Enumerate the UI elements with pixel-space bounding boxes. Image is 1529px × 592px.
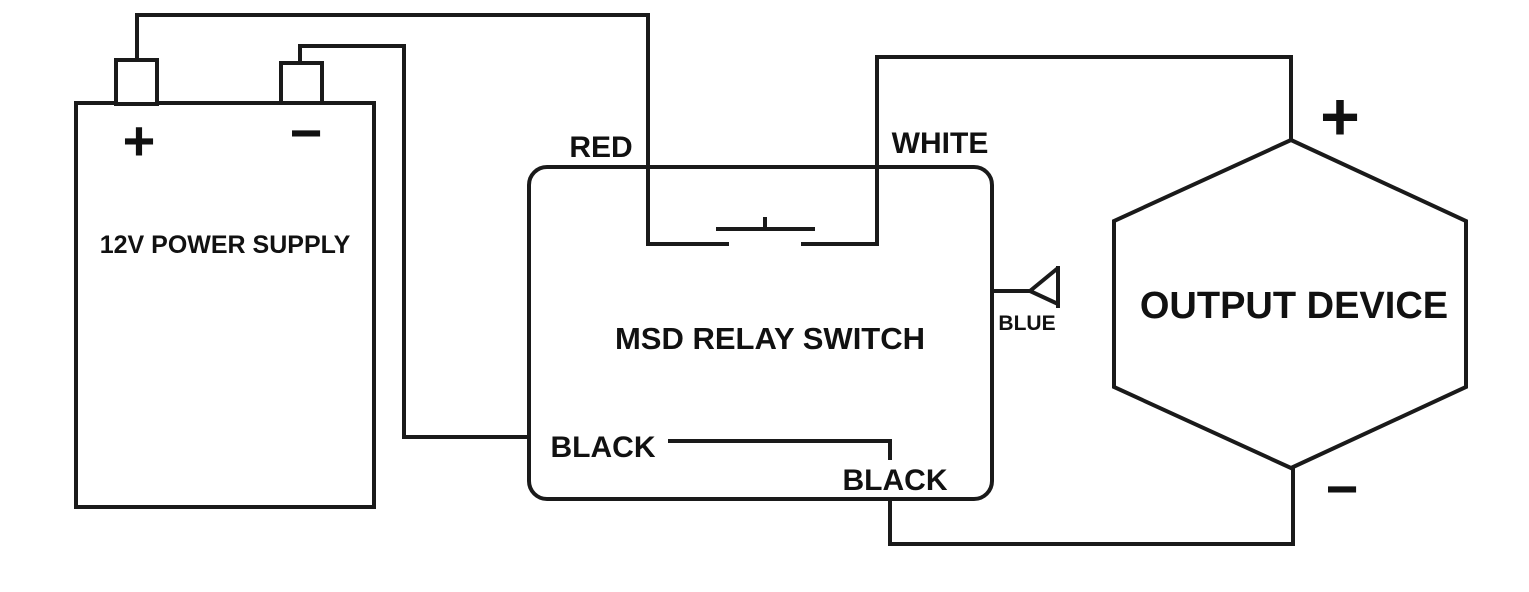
power-supply-minus-sign: − xyxy=(290,101,323,164)
output-device-minus-sign: − xyxy=(1326,457,1359,520)
power-supply-box xyxy=(74,101,376,509)
relay-wire-black-out-label: BLACK xyxy=(843,464,948,497)
relay-switch-label: MSD RELAY SWITCH xyxy=(615,321,925,356)
wire-negative-to-black xyxy=(298,44,531,439)
negative-terminal xyxy=(279,61,324,105)
relay-switch-box xyxy=(527,165,994,501)
relay-wire-red-label: RED xyxy=(569,131,632,164)
output-device-hexagon xyxy=(1112,137,1468,471)
relay-internal-red-path xyxy=(646,165,729,246)
relay-internal-black-bridge xyxy=(668,439,892,460)
power-supply-plus-sign: + xyxy=(123,109,156,172)
relay-internal-white-path xyxy=(801,165,879,246)
blue-trigger-connector-icon xyxy=(1026,266,1060,306)
power-supply-label: 12V POWER SUPPLY xyxy=(100,231,351,259)
relay-wire-white-label: WHITE xyxy=(892,127,989,160)
output-device-plus-sign: + xyxy=(1320,79,1360,155)
wire-black-to-output-negative xyxy=(888,466,1295,546)
relay-wire-blue-label: BLUE xyxy=(998,312,1055,335)
relay-wire-black-in-label: BLACK xyxy=(551,431,656,464)
output-device-label: OUTPUT DEVICE xyxy=(1140,285,1448,327)
positive-terminal xyxy=(114,58,159,106)
